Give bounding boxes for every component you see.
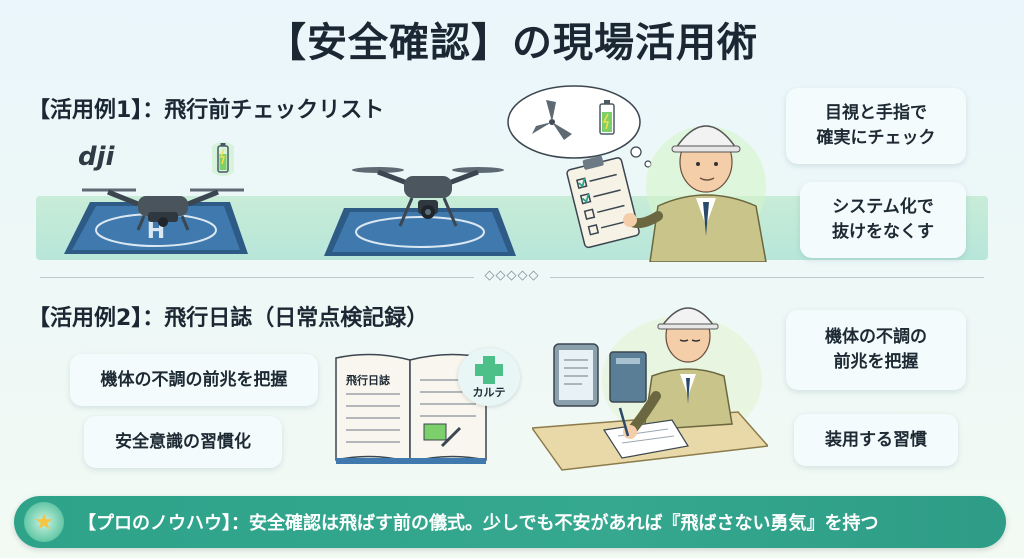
pro-tip-text: 【プロのノウハウ】：安全確認は飛ばす前の儀式。少しでも不安があれば『飛ばさない勇… xyxy=(78,513,879,534)
star-icon: ★ xyxy=(24,502,64,542)
callout-line: 抜けをなくす xyxy=(832,222,934,242)
callout-line: 機体の不調の前兆を把握 xyxy=(100,369,288,390)
callout-line: 前兆を把握 xyxy=(833,352,919,372)
section1-heading: 【活用例1】：飛行前チェックリスト xyxy=(28,98,385,123)
karte-label: カルテ xyxy=(472,386,506,399)
callout-visual-check: 目視と手指で 確実にチェック xyxy=(786,88,966,164)
callout-line: 目視と手指で xyxy=(825,103,927,124)
medical-cross-icon xyxy=(475,356,503,384)
callout-line: 安全意識の習慣化 xyxy=(115,431,251,452)
section2-heading: 【活用例2】：飛行日誌（日常点検記録） xyxy=(28,306,429,331)
worker-with-clipboard xyxy=(566,125,767,262)
callout-systemize: システム化で 抜けをなくす xyxy=(800,182,966,258)
callout-anomaly-signs-right: 機体の不調の 前兆を把握 xyxy=(786,310,966,390)
page-title: 【安全確認】の現場活用術 xyxy=(266,20,758,66)
callout-line: 機体の不調の xyxy=(825,327,927,348)
landing-pad-center xyxy=(324,208,516,256)
drone-icon xyxy=(352,167,504,227)
callout-anomaly-signs: 機体の不調の前兆を把握 xyxy=(70,354,318,406)
flight-log-title: 飛行日誌 xyxy=(346,374,390,387)
callout-line: 装用する習慣 xyxy=(825,429,927,450)
callout-line: 確実にチェック xyxy=(816,128,936,148)
callout-line: システム化で xyxy=(832,197,934,218)
karte-badge: カルテ xyxy=(458,348,520,406)
callout-wearing-habit: 装用する習慣 xyxy=(794,414,958,466)
pro-tip-bar: ★ 【プロのノウハウ】：安全確認は飛ばす前の儀式。少しでも不安があれば『飛ばさな… xyxy=(14,496,1006,548)
worker-at-desk xyxy=(532,307,768,471)
drone-icon xyxy=(82,188,244,231)
dji-logo: dji xyxy=(78,142,115,172)
battery-icon xyxy=(212,142,234,176)
callout-safety-habit: 安全意識の習慣化 xyxy=(84,416,282,468)
divider-ornament: ◇◇◇◇◇ xyxy=(474,268,550,286)
flight-log-book-icon xyxy=(335,353,487,464)
thought-bubble xyxy=(507,85,652,168)
landing-pad-left: H xyxy=(64,202,248,254)
